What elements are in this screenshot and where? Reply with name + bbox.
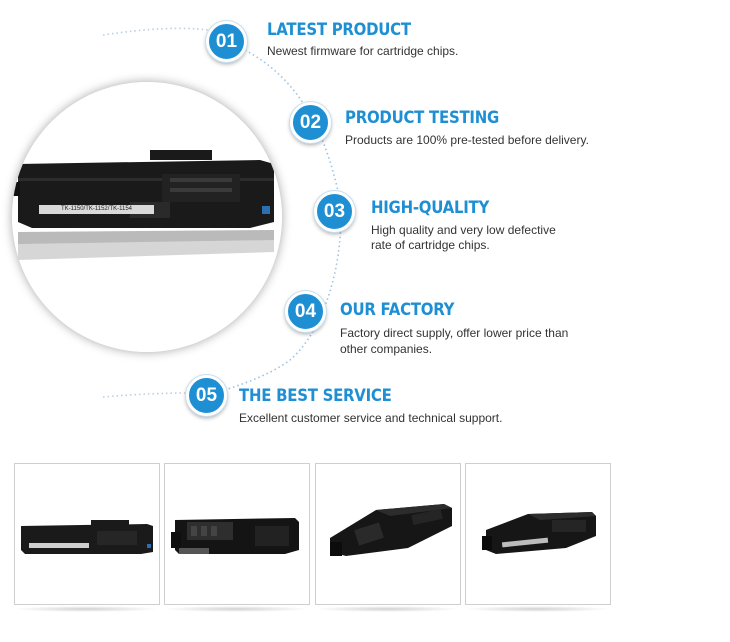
feature-number-badge: 02 (290, 102, 331, 143)
feature-title: PRODUCT TESTING (345, 108, 499, 128)
feature-title: OUR FACTORY (340, 300, 455, 320)
toner-cartridge-back-icon (171, 518, 299, 554)
feature-description: High quality and very low defective (371, 223, 556, 237)
toner-cartridge-side-icon (482, 512, 596, 554)
thumbnail-shadow (314, 606, 460, 612)
thumbnail-shadow (163, 606, 309, 612)
feature-number-badge: 05 (186, 375, 227, 416)
feature-number-badge: 03 (314, 191, 355, 232)
toner-cartridge-icon (12, 82, 282, 352)
product-thumbnail-4[interactable] (465, 463, 611, 605)
feature-description: Newest firmware for cartridge chips. (267, 44, 459, 58)
product-thumbnail-2[interactable] (164, 463, 310, 605)
toner-cartridge-angle-icon (330, 504, 452, 556)
toner-cartridge-front-icon (21, 520, 153, 554)
feature-title: HIGH-QUALITY (371, 198, 490, 218)
hero-product-image: TK-1150/TK-1152/TK-1154 (12, 82, 282, 352)
feature-description: Factory direct supply, offer lower price… (340, 326, 569, 340)
feature-number-badge: 01 (206, 21, 247, 62)
feature-description: other companies. (340, 342, 433, 356)
feature-description: rate of cartridge chips. (371, 238, 490, 252)
feature-title: LATEST PRODUCT (267, 20, 411, 40)
feature-number-badge: 04 (285, 291, 326, 332)
feature-description: Excellent customer service and technical… (239, 411, 503, 425)
product-thumbnail-1[interactable] (14, 463, 160, 605)
cartridge-model-label: TK-1150/TK-1152/TK-1154 (39, 205, 154, 214)
feature-description: Products are 100% pre-tested before deli… (345, 133, 589, 147)
thumbnail-shadow (464, 606, 610, 612)
product-thumbnail-3[interactable] (315, 463, 461, 605)
feature-title: THE BEST SERVICE (239, 386, 392, 406)
thumbnail-shadow (13, 606, 159, 612)
